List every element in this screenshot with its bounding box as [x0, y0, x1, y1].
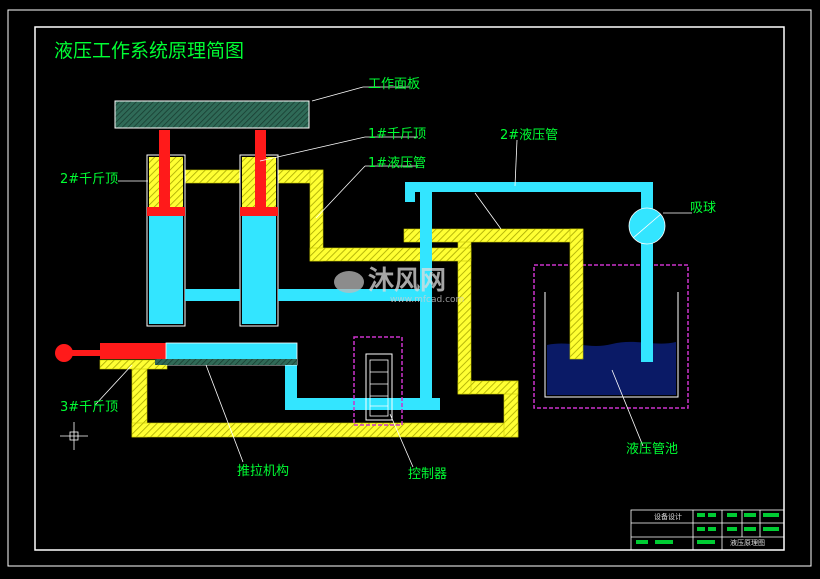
label-jack-2: 2#千斤顶	[60, 172, 119, 187]
label-jack-3: 3#千斤顶	[60, 400, 119, 415]
controller-box	[353, 336, 403, 426]
watermark-logo-icon	[334, 270, 364, 293]
inner-frame	[34, 26, 785, 551]
leader-lines	[94, 86, 692, 468]
label-pipe-2: 2#液压管	[500, 128, 559, 143]
label-pipe-1: 1#液压管	[368, 156, 427, 171]
jack-3	[55, 342, 298, 366]
outer-frame	[7, 9, 812, 567]
tank-walls	[544, 292, 679, 398]
label-work-panel: 工作面板	[368, 77, 421, 92]
tank-border	[533, 264, 689, 409]
label-controller: 控制器	[408, 467, 448, 482]
label-push-pull: 推拉机构	[237, 464, 290, 479]
jack-2-cylinder	[146, 130, 186, 327]
label-tank: 液压管池	[626, 442, 679, 457]
title-block-designer: 设备设计	[654, 513, 682, 521]
title-block	[630, 509, 785, 551]
controller-valve	[365, 353, 393, 421]
diagram-title: 液压工作系统原理简图	[54, 40, 245, 62]
title-block-grid-marks	[636, 513, 779, 544]
title-block-name: 液压原理图	[730, 539, 765, 547]
label-jack-1: 1#千斤顶	[368, 127, 427, 142]
origin-crosshair	[60, 422, 88, 450]
tank-fluid	[547, 341, 676, 395]
watermark-brand: 沐风网	[334, 268, 446, 294]
jack-1-cylinder	[239, 130, 279, 327]
watermark-url: www.mfcad.com	[390, 295, 465, 305]
suction-ball-stroke	[632, 213, 662, 239]
label-suction-ball: 吸球	[690, 201, 717, 216]
watermark-brand-text: 沐风网	[368, 266, 447, 296]
work-panel	[114, 100, 310, 129]
